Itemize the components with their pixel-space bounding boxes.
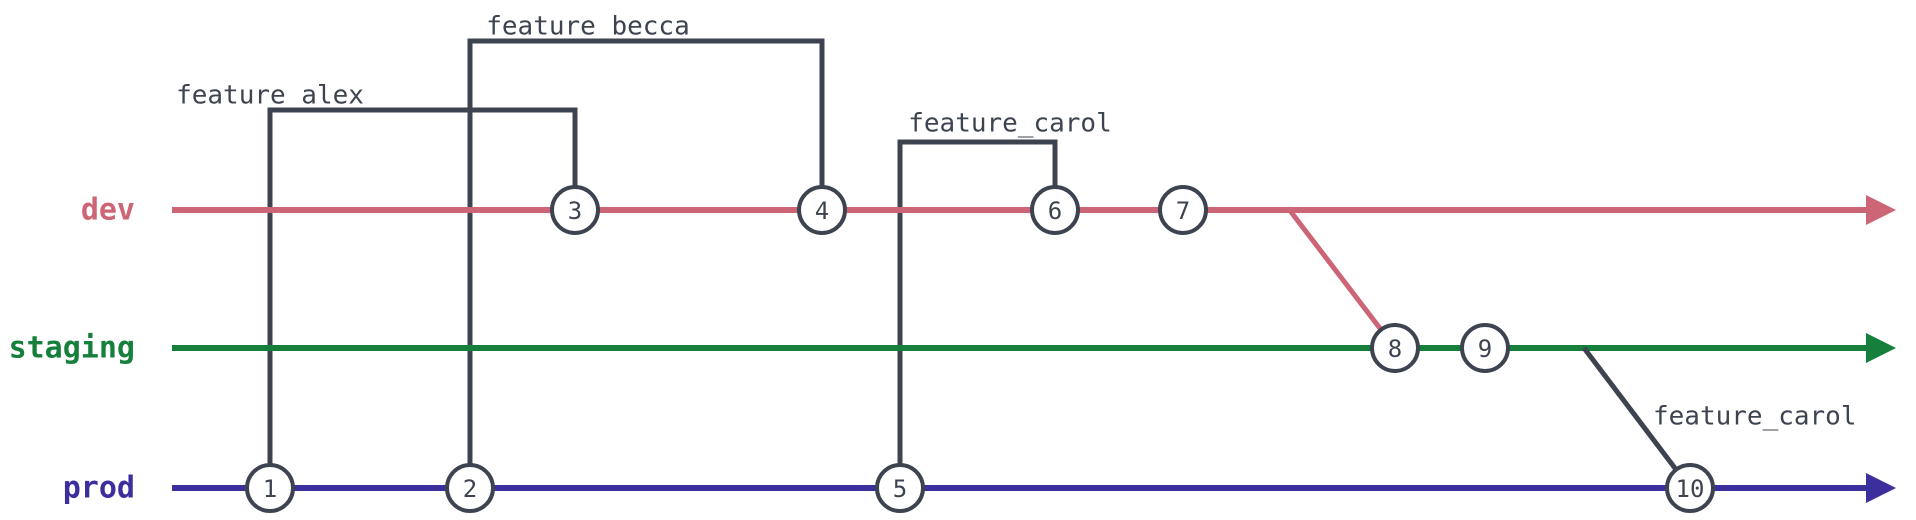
merge-line-staging-to-prod [1582, 346, 1692, 490]
lane-label-dev: dev [81, 193, 135, 228]
feature-branch-labels: feature_alex feature_becca feature_carol… [176, 12, 1856, 432]
commit-number: 2 [463, 475, 477, 503]
commit-node[interactable]: 7 [1158, 185, 1208, 235]
commit-number: 4 [815, 197, 829, 225]
merge-lines [1286, 206, 1692, 490]
commit-node[interactable]: 2 [445, 463, 495, 513]
lane-label-staging: staging [9, 331, 135, 366]
lane-labels: dev staging prod [9, 193, 135, 506]
commit-circle[interactable] [875, 463, 925, 513]
commit-circle[interactable] [1030, 185, 1080, 235]
commit-node[interactable]: 9 [1460, 323, 1510, 373]
commit-circle[interactable] [797, 185, 847, 235]
commit-circle[interactable] [550, 185, 600, 235]
commit-number: 1 [263, 475, 277, 503]
commit-node[interactable]: 8 [1370, 323, 1420, 373]
commit-circle[interactable] [1158, 185, 1208, 235]
commit-node[interactable]: 5 [875, 463, 925, 513]
commit-node[interactable]: 10 [1665, 463, 1715, 513]
feature-branch-path-carol [897, 139, 1058, 488]
commit-number: 8 [1388, 335, 1402, 363]
commit-circle[interactable] [1460, 323, 1510, 373]
commit-circle[interactable] [245, 463, 295, 513]
commit-number: 7 [1176, 197, 1190, 225]
commit-circle[interactable] [445, 463, 495, 513]
commit-number: 9 [1478, 335, 1492, 363]
commit-number: 10 [1676, 475, 1705, 503]
commit-circle[interactable] [1370, 323, 1420, 373]
feature-branch-path-alex [267, 107, 578, 488]
commit-number: 3 [568, 197, 582, 225]
commit-node[interactable]: 3 [550, 185, 600, 235]
feature-label-alex: feature_alex [176, 81, 364, 111]
lane-lines [172, 195, 1896, 503]
lane-label-prod: prod [63, 471, 135, 506]
commit-node[interactable]: 6 [1030, 185, 1080, 235]
feature-label-carol-merge: feature_carol [1653, 402, 1857, 432]
feature-label-becca: feature_becca [486, 12, 690, 42]
commit-nodes: 1 2 3 4 5 6 7 [245, 185, 1715, 513]
commit-node[interactable]: 1 [245, 463, 295, 513]
commit-circle[interactable] [1665, 463, 1715, 513]
commit-number: 6 [1048, 197, 1062, 225]
merge-line-dev-to-staging [1286, 206, 1397, 350]
feature-label-carol-top: feature_carol [908, 109, 1112, 139]
commit-node[interactable]: 4 [797, 185, 847, 235]
feature-branch-paths [267, 38, 1058, 488]
commit-number: 5 [893, 475, 907, 503]
feature-branch-path-becca [467, 38, 825, 488]
